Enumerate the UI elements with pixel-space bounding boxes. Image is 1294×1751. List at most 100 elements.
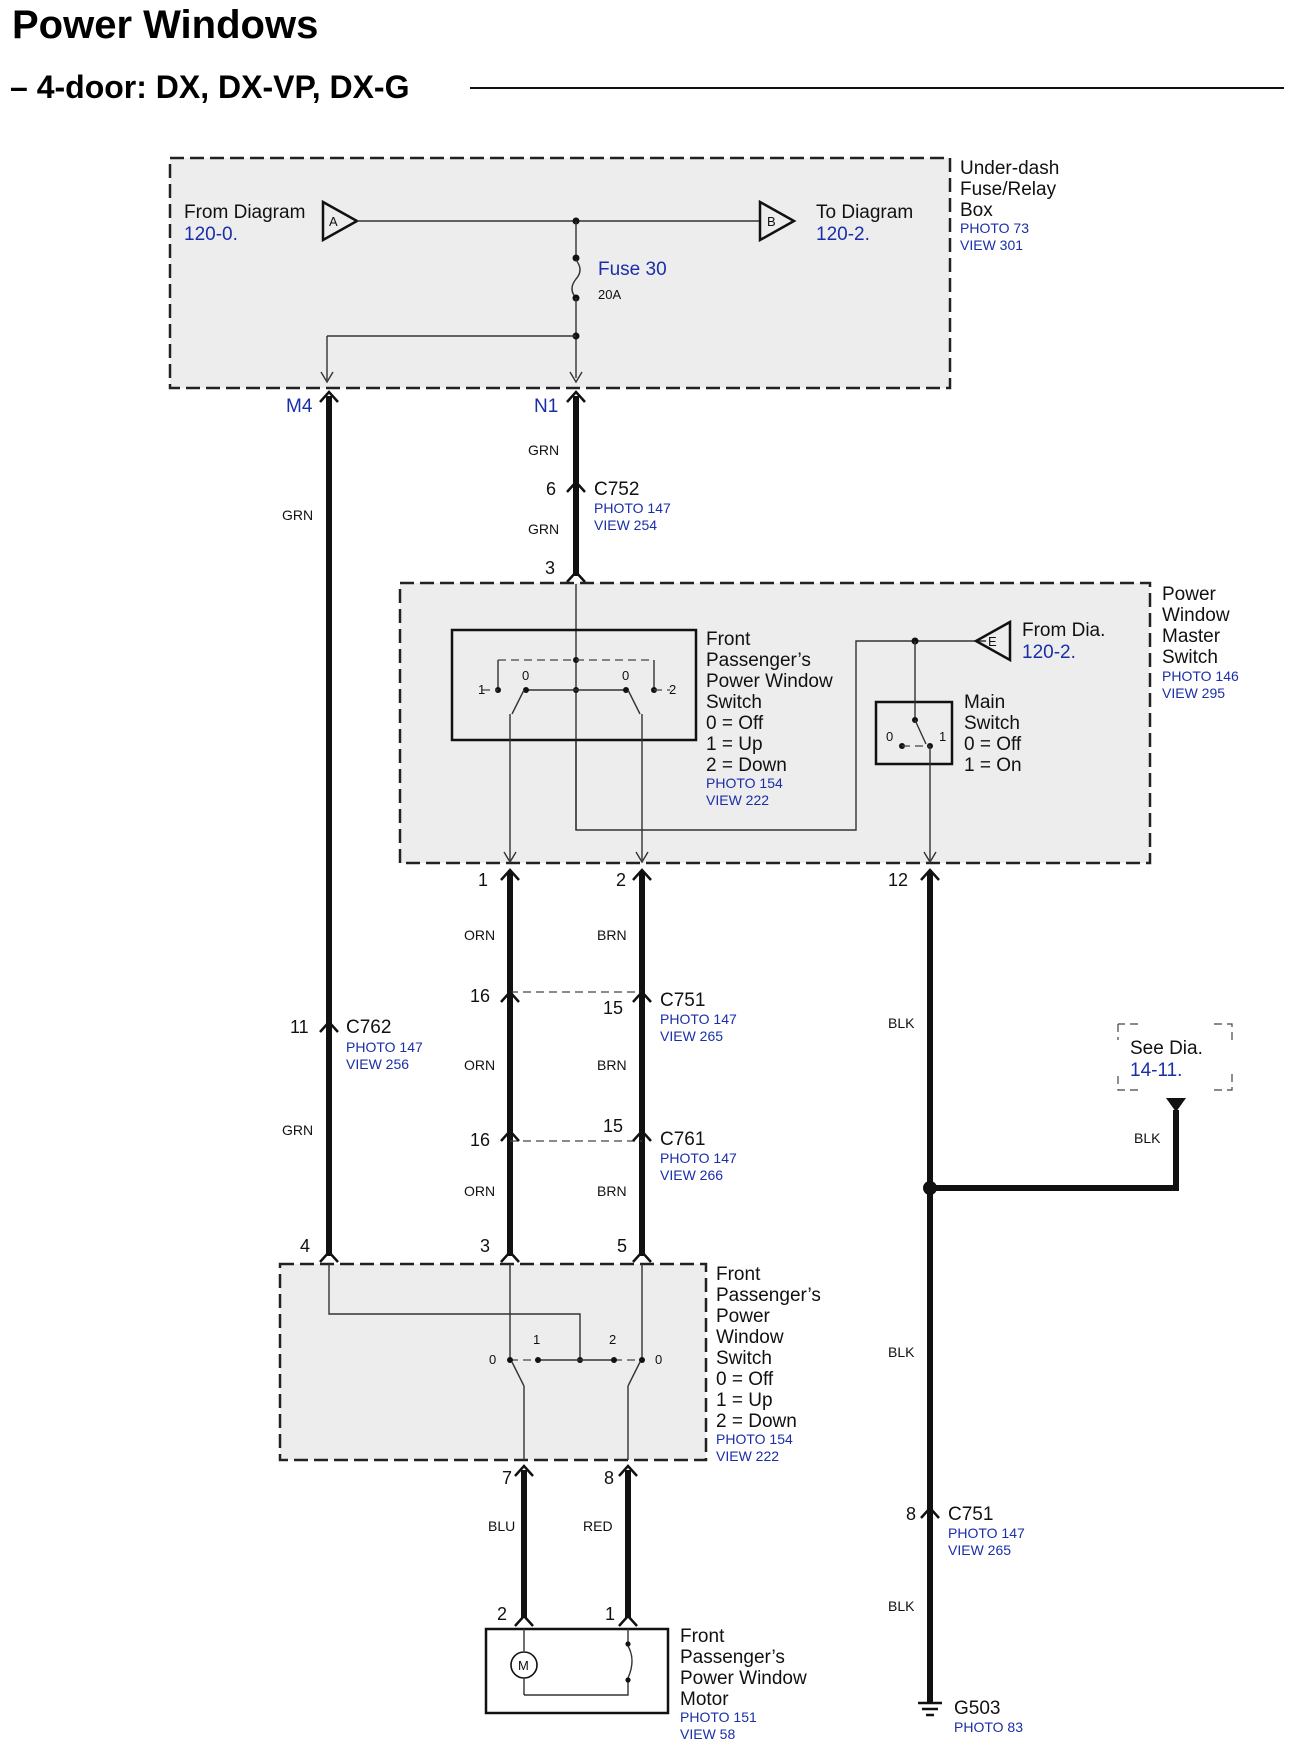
- msw-pos-1: 1: [478, 682, 485, 697]
- motor-return: [524, 1680, 629, 1696]
- c751-lower-photo: PHOTO 147: [948, 1525, 1025, 1541]
- motor-box: [484, 1627, 670, 1715]
- fuse-box: [168, 156, 952, 390]
- psw-legend-up: 1 = Up: [716, 1390, 773, 1411]
- psw-photo: PHOTO 154: [716, 1431, 793, 1447]
- passenger-pin-3: 3: [480, 1236, 490, 1256]
- c751-upper-view: VIEW 265: [660, 1028, 723, 1044]
- fuse-terminal-top: [572, 254, 580, 262]
- psw-name-5: Switch: [716, 1348, 772, 1369]
- msw-pos-0-right: 0: [622, 668, 629, 683]
- psw-pos-0-right: 0: [655, 1352, 662, 1367]
- master-switch-name-1: Power: [1162, 584, 1217, 605]
- main-switch-blade: [914, 719, 927, 745]
- c761-pin-right: 15: [603, 1116, 623, 1136]
- master-pin-12: 12: [888, 870, 908, 890]
- master-pin-3: 3: [545, 558, 555, 578]
- main-switch-name-1: Main: [964, 692, 1005, 713]
- master-pin-1: 1: [478, 870, 488, 890]
- motor-name-1: Front: [680, 1626, 725, 1647]
- passenger-pin-8: 8: [604, 1468, 614, 1488]
- motor-pin-1: 1: [605, 1604, 615, 1624]
- main-switch-legend-on: 1 = On: [964, 755, 1022, 776]
- pin8-mark: [618, 1464, 638, 1477]
- c762-name: C762: [346, 1017, 391, 1038]
- msw-arrow-1: [503, 851, 517, 864]
- fuse-box-name-3: Box: [960, 200, 993, 221]
- fuse-30-symbol: [571, 259, 581, 299]
- wire-label-grn-2: GRN: [282, 1122, 313, 1138]
- master-switch-name-3: Master: [1162, 626, 1221, 647]
- c761-pin-left: 16: [470, 1130, 490, 1150]
- psw-contact-0-left: [507, 1357, 513, 1363]
- breaker-contact-bottom: [625, 1677, 631, 1683]
- c761-photo: PHOTO 147: [660, 1150, 737, 1166]
- c751-upper-name: C751: [660, 990, 705, 1011]
- psw-right-blade: [627, 1361, 641, 1387]
- main-switch-legend-off: 0 = Off: [964, 734, 1022, 755]
- main-switch-pos-1: 1: [939, 729, 946, 744]
- wire-label-blk-4: BLK: [888, 1598, 915, 1614]
- c761-name: C761: [660, 1129, 705, 1150]
- fuse-box-name-1: Under-dash: [960, 158, 1059, 179]
- wire-label-red: RED: [583, 1518, 613, 1534]
- n1-arrow: [569, 371, 583, 384]
- breaker-contact-top: [625, 1641, 631, 1647]
- to-diagram-label: To Diagram: [816, 202, 913, 223]
- c751-upper-right-mark: [632, 990, 652, 1003]
- fuse-box-name-2: Fuse/Relay: [960, 179, 1057, 200]
- see-dia-label: See Dia.: [1130, 1038, 1203, 1059]
- master-pin-2: 2: [616, 870, 626, 890]
- psw-name-4: Window: [716, 1327, 784, 1348]
- psw-legend-off: 0 = Off: [716, 1369, 774, 1390]
- msw-pos-2: 2: [669, 682, 676, 697]
- c751-lower-view: VIEW 265: [948, 1542, 1011, 1558]
- master-from-label: From Dia.: [1022, 620, 1105, 641]
- to-diagram-ref: 120-2.: [816, 224, 870, 245]
- msw-arrow-2: [635, 851, 649, 864]
- msw-name-4: Switch: [706, 692, 762, 713]
- passenger-pin-7: 7: [502, 1468, 512, 1488]
- c751-upper-pin-left: 16: [470, 986, 490, 1006]
- msw-left-contact-2: [523, 687, 529, 693]
- wire-label-grn-3: GRN: [528, 442, 559, 458]
- master-from-ref: 120-2.: [1022, 642, 1076, 663]
- m4-terminal-mark: [319, 390, 339, 403]
- connector-a-letter: A: [329, 214, 338, 229]
- motor-name-2: Passenger’s: [680, 1647, 785, 1668]
- wire-label-blu: BLU: [488, 1518, 515, 1534]
- passenger-pin-5: 5: [617, 1236, 627, 1256]
- psw-left-blade: [511, 1361, 525, 1387]
- page-title: Power Windows: [12, 3, 318, 47]
- motor-pin1-mark: [618, 1614, 638, 1627]
- msw-name-1: Front: [706, 629, 751, 650]
- c751-upper-photo: PHOTO 147: [660, 1011, 737, 1027]
- ground-photo: PHOTO 83: [954, 1719, 1023, 1735]
- wire-label-brn-2: BRN: [597, 1057, 627, 1073]
- msw-pos-0-left: 0: [522, 668, 529, 683]
- terminal-m4: M4: [286, 396, 313, 417]
- motor-pin2-mark: [514, 1614, 534, 1627]
- msw-right-blade: [627, 689, 641, 715]
- msw-right-contact: [623, 687, 629, 693]
- c751-lower-mark: [920, 1506, 940, 1519]
- wire-label-orn-1: ORN: [464, 927, 495, 943]
- wire-label-grn-4: GRN: [528, 521, 559, 537]
- c751-upper-left-mark: [500, 990, 520, 1003]
- msw-legend-down: 2 = Down: [706, 755, 787, 776]
- c752-photo: PHOTO 147: [594, 500, 671, 516]
- connector-e-letter: E: [988, 634, 997, 649]
- passenger-pin-4: 4: [300, 1236, 310, 1256]
- connector-b-triangle: [758, 199, 797, 243]
- msw-view: VIEW 222: [706, 792, 769, 808]
- psw-pos-2: 2: [609, 1332, 616, 1347]
- m4-arrow: [320, 371, 334, 384]
- fuse-name: Fuse 30: [598, 259, 667, 280]
- pin5p-mark: [632, 1250, 652, 1263]
- fuse-rating: 20A: [598, 287, 621, 302]
- motor-pin-2: 2: [497, 1604, 507, 1624]
- wire-label-orn-3: ORN: [464, 1183, 495, 1199]
- c762-view: VIEW 256: [346, 1056, 409, 1072]
- psw-contact-0-right: [639, 1357, 645, 1363]
